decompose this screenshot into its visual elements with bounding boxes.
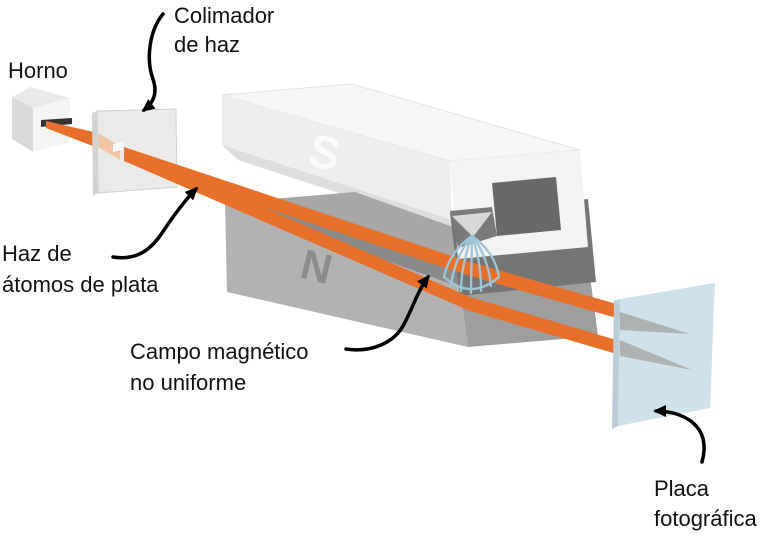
photo-plate-arrow [653, 405, 706, 464]
end-window [492, 177, 561, 236]
collimator-arrow [141, 12, 165, 112]
magnetic-field-label: Campo magnético no uniforme [130, 336, 309, 398]
magnet-end-plate [450, 150, 588, 259]
field-line [470, 234, 501, 279]
north-pole-front-face [225, 203, 468, 347]
beam-behind-collimator [98, 133, 120, 160]
magnetic-field-arrow [344, 274, 430, 352]
beam-oven-segment [46, 121, 98, 148]
collimator-label: Colimador de haz [174, 1, 274, 59]
photographic-plate [612, 283, 715, 429]
oven-label: Horno [8, 58, 68, 83]
field-line [459, 234, 474, 293]
callout-arrows [111, 12, 706, 464]
silver-beam-label: Haz de átomos de plata [2, 238, 159, 300]
plate-mark-upper [620, 312, 690, 334]
field-line [449, 234, 474, 288]
wedge-tip [452, 212, 492, 237]
collimator-label-line1: Colimador [174, 3, 275, 28]
magnetic-field-label-line2: no uniforme [130, 370, 247, 395]
beam-lower [124, 147, 620, 355]
field-line [470, 234, 483, 293]
magnetic-field-label-line1: Campo magnético [130, 339, 309, 364]
collimator-side-edge [92, 111, 98, 196]
plate-side-edge [612, 299, 620, 429]
plate-mark-lower [620, 340, 692, 370]
silver-beam-label-line1: Haz de [2, 241, 72, 266]
photo-plate-label-line2: fotográfica [654, 506, 757, 531]
oven-box [12, 87, 72, 152]
field-line [469, 234, 474, 295]
field-line [470, 234, 493, 288]
plate-face [618, 283, 715, 426]
beam-upper [124, 147, 620, 319]
collimator-hole [113, 142, 123, 152]
photo-plate-label: Placa fotográfica [654, 474, 757, 534]
field-line-base [442, 275, 501, 291]
oven-top-face [12, 87, 70, 108]
silver-atom-beams [124, 147, 620, 355]
photo-plate-label-line1: Placa [654, 476, 710, 501]
field-lines-dome [442, 234, 501, 295]
oven-left-face [12, 97, 33, 152]
silver-beam-arrow [111, 186, 199, 260]
collimator-label-line2: de haz [174, 32, 241, 57]
silver-beam-label-line2: átomos de plata [2, 272, 159, 297]
south-pole-front-face [222, 95, 452, 220]
